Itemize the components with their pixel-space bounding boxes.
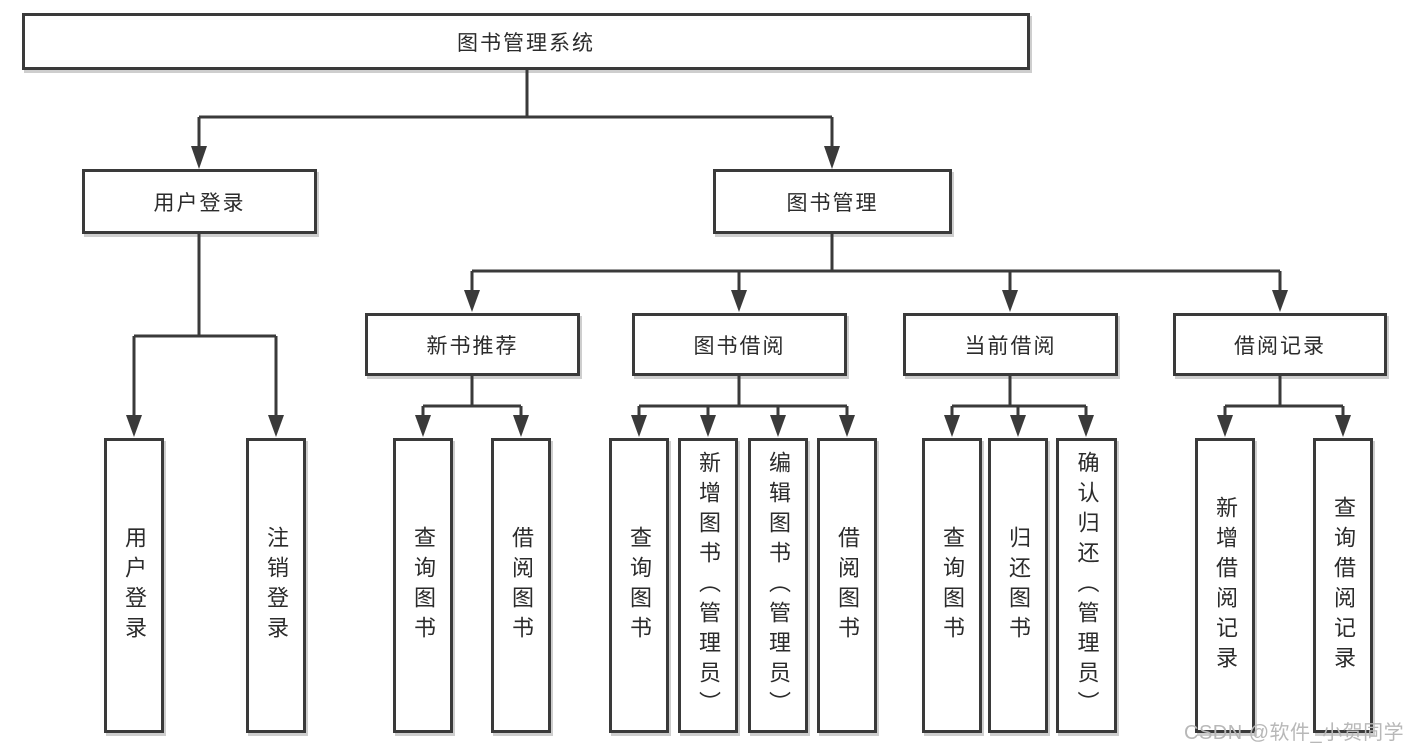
node-borrow-book-borrowing-label: 借阅图书 [835,525,860,646]
node-query-borrow-record: 查询借阅记录 [1313,438,1373,733]
node-confirm-return-admin: 确认归还（管理员） [1056,438,1117,733]
node-query-book-borrowing: 查询图书 [609,438,669,733]
node-library-system-label: 图书管理系统 [457,31,595,55]
node-add-book-admin: 新增图书（管理员） [678,438,738,733]
node-user-login-action-label: 用户登录 [122,525,147,646]
node-query-book-recommend: 查询图书 [393,438,453,733]
node-book-management: 图书管理 [713,169,952,234]
node-current-borrowing-label: 当前借阅 [964,334,1057,358]
node-user-login-action: 用户登录 [104,438,164,733]
node-logout-action: 注销登录 [246,438,306,733]
node-book-management-label: 图书管理 [786,191,879,215]
node-query-book-recommend-label: 查询图书 [411,525,436,646]
node-library-system: 图书管理系统 [22,13,1030,70]
node-add-borrow-record: 新增借阅记录 [1195,438,1255,733]
node-new-book-recommend: 新书推荐 [365,313,580,376]
node-add-borrow-record-label: 新增借阅记录 [1213,495,1238,676]
csdn-watermark: CSDN @软件_小贺同学 [1184,722,1405,744]
node-user-login: 用户登录 [82,169,317,234]
node-logout-action-label: 注销登录 [264,525,289,646]
node-add-book-admin-label: 新增图书（管理员） [696,450,721,721]
node-current-borrowing: 当前借阅 [903,313,1118,376]
node-borrow-book-recommend: 借阅图书 [491,438,551,733]
node-query-borrow-record-label: 查询借阅记录 [1331,495,1356,676]
node-confirm-return-admin-label: 确认归还（管理员） [1074,450,1100,721]
node-return-book: 归还图书 [988,438,1048,733]
node-query-book-borrowing-label: 查询图书 [627,525,652,646]
node-return-book-label: 归还图书 [1006,525,1031,646]
node-borrow-book-borrowing: 借阅图书 [817,438,877,733]
node-borrow-records-label: 借阅记录 [1234,334,1326,358]
node-edit-book-admin: 编辑图书（管理员） [748,438,808,733]
node-query-book-current: 查询图书 [922,438,982,733]
node-query-book-current-label: 查询图书 [940,525,965,646]
node-book-borrowing: 图书借阅 [632,313,847,376]
node-user-login-label: 用户登录 [153,191,246,215]
node-new-book-recommend-label: 新书推荐 [426,334,519,358]
node-borrow-book-recommend-label: 借阅图书 [509,525,534,646]
node-edit-book-admin-label: 编辑图书（管理员） [766,450,791,721]
node-book-borrowing-label: 图书借阅 [693,334,786,358]
node-borrow-records: 借阅记录 [1173,313,1387,376]
